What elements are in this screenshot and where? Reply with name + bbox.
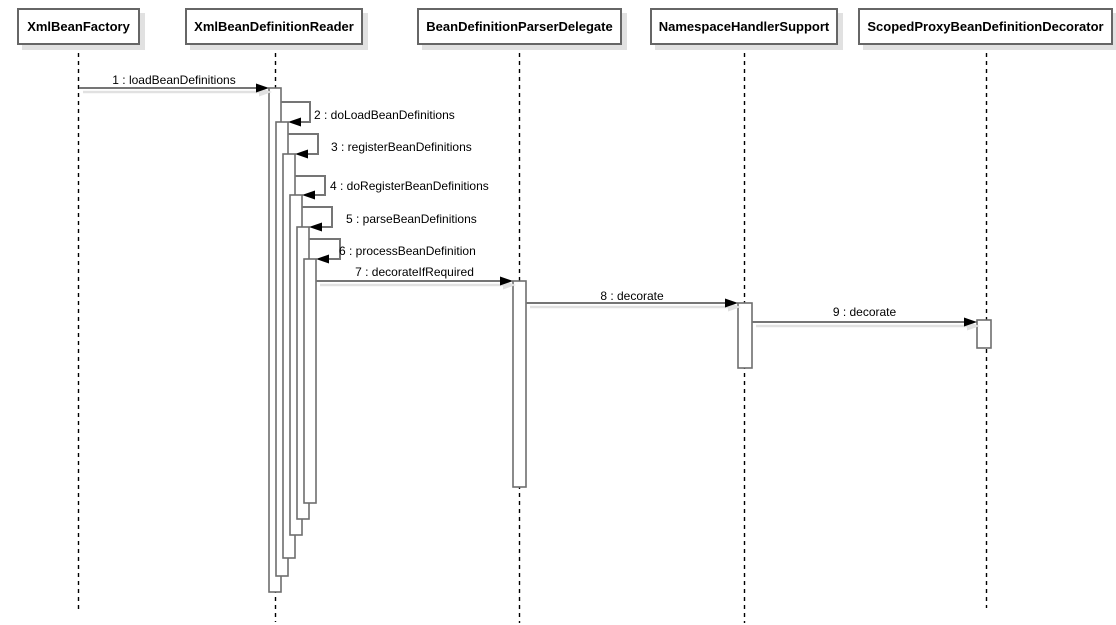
participant-box-scopedproxybeandefinitiondecorator: ScopedProxyBeanDefinitionDecorator [858,8,1113,45]
message-arrow-9 [752,317,977,327]
participant-name: NamespaceHandlerSupport [658,19,830,34]
message-label-1: 1 : loadBeanDefinitions [112,73,236,87]
message-arrow-6-self [309,238,341,264]
message-label-4: 4 : doRegisterBeanDefinitions [330,179,489,193]
message-6-arrowhead [316,254,329,264]
message-arrow-4-self [295,175,326,200]
activation-bar-msg8 [737,302,753,369]
participant-box-beandefinitionparserdelegate: BeanDefinitionParserDelegate [417,8,622,45]
activation-bar-msg6 [303,258,317,504]
message-3-line [288,133,319,155]
message-7-arrowhead [500,276,513,286]
participant-name: XmlBeanDefinitionReader [194,19,354,34]
message-arrow-8 [526,298,738,308]
message-2-arrowhead [288,117,301,127]
message-arrow-7 [316,276,513,286]
message-2-line [281,101,311,123]
participant-name: XmlBeanFactory [27,19,130,34]
activation-bar-msg9 [976,319,992,349]
lifelines [77,45,988,623]
message-arrow-2-self [281,101,311,127]
participant-name: BeanDefinitionParserDelegate [426,19,613,34]
activation-bars [268,87,992,593]
message-3-arrowhead [295,149,308,159]
message-4-arrowhead [302,190,315,200]
activation-bar-msg7 [512,280,527,488]
participant-box-xmlbeanfactory: XmlBeanFactory [17,8,140,45]
message-arrow-1 [79,83,269,93]
message-6-line [309,238,341,260]
participant-name: ScopedProxyBeanDefinitionDecorator [867,19,1104,34]
message-label-7: 7 : decorateIfRequired [355,265,474,279]
message-8-arrowhead [725,298,738,308]
message-label-3: 3 : registerBeanDefinitions [331,140,472,154]
message-label-5: 5 : parseBeanDefinitions [346,212,477,226]
message-label-2: 2 : doLoadBeanDefinitions [314,108,455,122]
message-label-8: 8 : decorate [600,289,664,303]
message-line-shadows [83,87,980,331]
message-4-line [295,175,326,196]
participant-box-namespacehandlersupport: NamespaceHandlerSupport [650,8,838,45]
participant-box-xmlbeandefinitionreader: XmlBeanDefinitionReader [185,8,363,45]
message-5-line [302,206,333,228]
message-arrow-3-self [288,133,319,159]
message-5-arrowhead [309,222,322,232]
message-9-arrowhead [964,317,977,327]
message-1-arrowhead [256,83,269,93]
message-label-6: 6 : processBeanDefinition [339,244,476,258]
message-label-9: 9 : decorate [832,305,897,319]
message-arrow-5-self [302,206,333,232]
